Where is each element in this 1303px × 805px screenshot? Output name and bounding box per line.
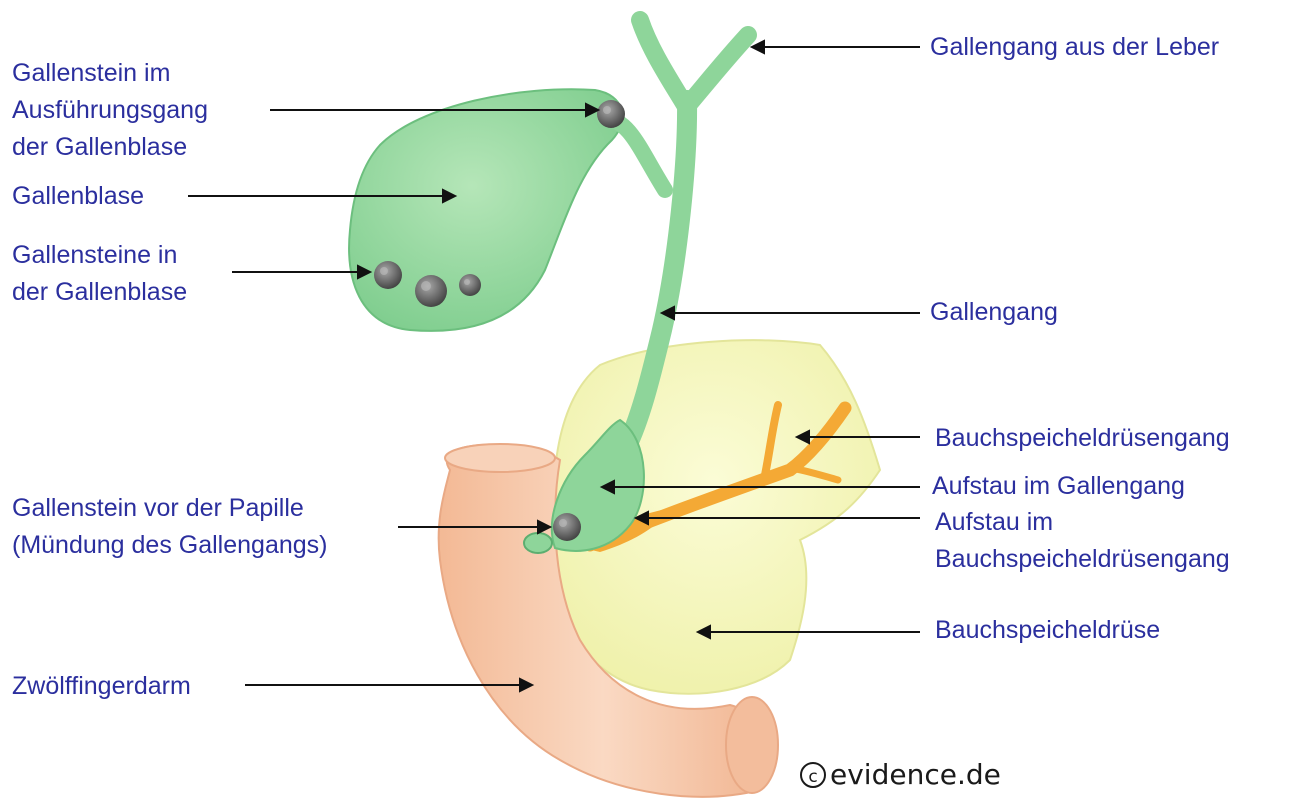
label-aufstau-gallengang: Aufstau im Gallengang (932, 468, 1185, 505)
stone-in-cystic-duct (597, 100, 625, 128)
copyright-notice: c evidence.de (800, 758, 1001, 791)
label-line: Gallenstein im (12, 55, 208, 92)
label-line: Bauchspeicheldrüsengang (935, 420, 1230, 457)
label-gallensteine-gallenblase: Gallensteine in der Gallenblase (12, 237, 187, 311)
copyright-icon: c (800, 762, 826, 788)
arrow-gallengang (662, 307, 920, 319)
label-gallengang-leber: Gallengang aus der Leber (930, 29, 1219, 66)
label-gallengang: Gallengang (930, 294, 1058, 331)
label-line: Bauchspeicheldrüsengang (935, 541, 1230, 578)
label-line: der Gallenblase (12, 274, 187, 311)
hepatic-duct-right (688, 35, 748, 105)
hepatic-duct-left (640, 20, 685, 105)
label-line: Bauchspeicheldrüse (935, 612, 1160, 649)
label-bauchspeicheldruesengang: Bauchspeicheldrüsengang (935, 420, 1230, 457)
label-gallenblase: Gallenblase (12, 178, 144, 215)
label-line: der Gallenblase (12, 129, 208, 166)
label-line: Gallensteine in (12, 237, 187, 274)
label-line: Gallenblase (12, 178, 144, 215)
label-bauchspeicheldruese: Bauchspeicheldrüse (935, 612, 1160, 649)
label-gallenstein-ausfuehrungsgang: Gallenstein im Ausführungsgang der Galle… (12, 55, 208, 166)
arrow-gallengang-leber (752, 41, 920, 53)
papilla-opening (524, 533, 552, 553)
label-line: Gallengang (930, 294, 1058, 331)
arrow-gallensteine (232, 266, 370, 278)
label-line: Aufstau im (935, 504, 1230, 541)
gallbladder-shape (349, 89, 622, 331)
label-line: Gallengang aus der Leber (930, 29, 1219, 66)
stone-at-papilla (553, 513, 581, 541)
duodenum-bottom-opening (726, 697, 778, 793)
label-line: (Mündung des Gallengangs) (12, 527, 327, 564)
cystic-duct (605, 118, 665, 190)
label-line: Zwölffingerdarm (12, 668, 191, 705)
label-zwoelffingerdarm: Zwölffingerdarm (12, 668, 191, 705)
label-line: Ausführungsgang (12, 92, 208, 129)
copyright-text: evidence.de (830, 758, 1001, 791)
label-aufstau-bauchspeicheldruesengang: Aufstau im Bauchspeicheldrüsengang (935, 504, 1230, 578)
label-line: Gallenstein vor der Papille (12, 490, 327, 527)
label-line: Aufstau im Gallengang (932, 468, 1185, 505)
label-gallenstein-papille: Gallenstein vor der Papille (Mündung des… (12, 490, 327, 564)
duodenum-top-opening (445, 444, 555, 472)
